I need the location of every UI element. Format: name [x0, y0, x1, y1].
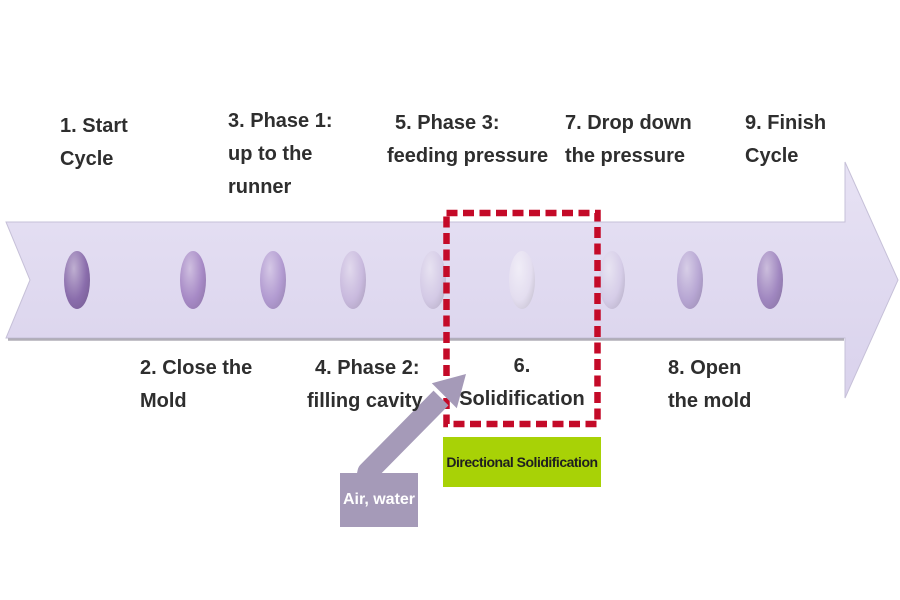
step-label-1: 1. Start Cycle [60, 115, 128, 170]
directional-solidification-tag: Directional Solidification [443, 437, 601, 487]
air-water-callout: Air, water [340, 473, 418, 527]
step-label-9: 9. Finish Cycle [745, 112, 827, 167]
timeline-dot-6 [509, 251, 535, 309]
timeline-dot-1 [64, 251, 90, 309]
timeline-dot-7 [599, 251, 625, 309]
timeline-dot-2 [180, 251, 206, 309]
step-label-8: 8. Open the mold [668, 357, 752, 412]
timeline-dot-9 [757, 251, 783, 309]
timeline-dot-4 [340, 251, 366, 309]
timeline-dot-5 [420, 251, 446, 309]
step-label-6: 6. Solidification [459, 355, 585, 410]
timeline-dot-3 [260, 251, 286, 309]
step-label-5: 5. Phase 3: feeding pressure [387, 112, 549, 167]
timeline-dot-8 [677, 251, 703, 309]
step-label-4: 4. Phase 2: filling cavity [307, 357, 423, 412]
step-label-3: 3. Phase 1: up to the runner [228, 110, 333, 198]
step-label-2: 2. Close the Mold [140, 357, 253, 412]
step-label-7: 7. Drop down the pressure [565, 112, 692, 167]
